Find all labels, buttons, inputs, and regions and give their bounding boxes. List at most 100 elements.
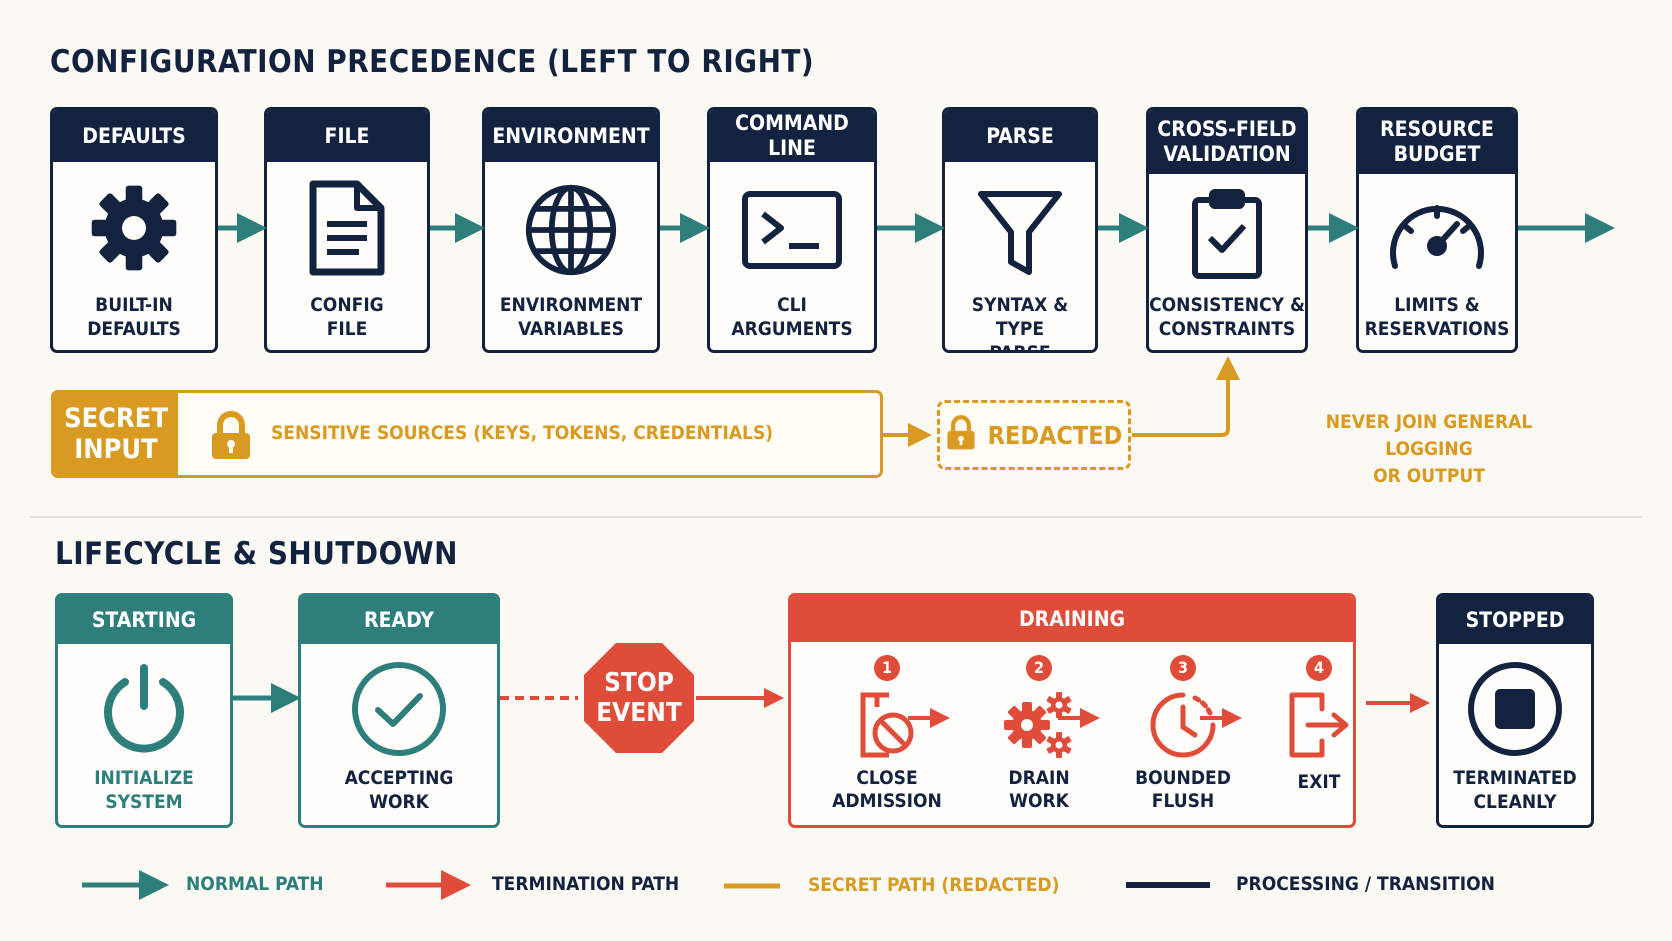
- no-entry-icon: [829, 691, 945, 759]
- stop-event-label: STOP EVENT: [582, 668, 696, 728]
- caption-line: WORK: [1009, 790, 1069, 812]
- state-header: STARTING: [58, 596, 230, 644]
- globe-icon: [485, 182, 657, 278]
- caption-line: CLEANLY: [1473, 791, 1557, 813]
- stage-header: DEFAULTS: [53, 110, 215, 162]
- gear-icon: [53, 182, 215, 274]
- legend-processing-label: PROCESSING / TRANSITION: [1236, 873, 1495, 895]
- caption-line: FLUSH: [1151, 790, 1215, 812]
- stage-header: PARSE: [945, 110, 1095, 162]
- filter-icon: [945, 188, 1095, 278]
- caption-line: WORK: [369, 791, 429, 813]
- check-circle-icon: [301, 660, 497, 758]
- stage-command-line: COMMAND LINE CLI ARGUMENTS: [707, 107, 877, 353]
- stage-defaults: DEFAULTS BUILT-IN DEFAULTS: [50, 107, 218, 353]
- caption-line: PARSE: [989, 342, 1051, 353]
- stage-file: FILE CONFIG FILE: [264, 107, 430, 353]
- terminal-icon: [710, 190, 874, 270]
- state-caption: INITIALIZE SYSTEM: [58, 766, 230, 814]
- power-icon: [58, 662, 230, 754]
- secret-input-label: SECRET INPUT: [54, 393, 178, 475]
- caption-line: ARGUMENTS: [731, 318, 853, 340]
- stage-caption: CLI ARGUMENTS: [710, 293, 874, 341]
- stage-cross-field-validation: CROSS-FIELD VALIDATION CONSISTENCY & CON…: [1146, 107, 1308, 353]
- caption-line: ENVIRONMENT: [499, 294, 643, 316]
- state-draining: DRAINING 1 CLOSE ADMISSION 2: [788, 593, 1356, 828]
- caption-line: SYSTEM: [105, 791, 183, 813]
- step-number-badge: 1: [874, 655, 900, 681]
- drain-step-bounded-flush: 3 BOUNDED FLUSH: [1125, 655, 1241, 813]
- caption-line: ACCEPTING: [344, 767, 454, 789]
- state-caption: ACCEPTING WORK: [301, 766, 497, 814]
- exit-icon: [1261, 691, 1353, 759]
- caption-line: ADMISSION: [832, 790, 942, 812]
- state-stopped: STOPPED TERMINATED CLEANLY: [1436, 593, 1594, 828]
- caption-line: DEFAULTS: [87, 318, 181, 340]
- state-header: STOPPED: [1439, 596, 1591, 644]
- stage-caption: SYNTAX & TYPE PARSE: [945, 293, 1095, 353]
- caption-line: CONFIG: [310, 294, 384, 316]
- caption-line: LIMITS &: [1394, 294, 1480, 316]
- stage-resource-budget: RESOURCE BUDGET LIMITS & RESERVATIONS: [1356, 107, 1518, 353]
- document-icon: [267, 180, 427, 278]
- caption-line: INITIALIZE: [94, 767, 194, 789]
- state-starting: STARTING INITIALIZE SYSTEM: [55, 593, 233, 828]
- step-caption: BOUNDED FLUSH: [1125, 767, 1241, 813]
- caption-line: DRAIN: [1008, 767, 1070, 789]
- header-line: RESOURCE: [1380, 117, 1494, 141]
- drain-step-exit: 4 EXIT: [1261, 655, 1353, 794]
- note-line: NEVER JOIN GENERAL LOGGING: [1325, 411, 1533, 460]
- caption-line: CLI: [777, 294, 807, 316]
- secret-sources-text: SENSITIVE SOURCES (KEYS, TOKENS, CREDENT…: [271, 422, 774, 444]
- stage-header: RESOURCE BUDGET: [1359, 110, 1515, 174]
- clock-icon: [1125, 691, 1241, 759]
- stop-icon: [1439, 660, 1591, 758]
- caption-line: CONSISTENCY &: [1149, 294, 1305, 316]
- label-line: STOP: [604, 668, 674, 698]
- stage-header: CROSS-FIELD VALIDATION: [1149, 110, 1305, 174]
- gauge-icon: [1359, 196, 1515, 272]
- step-caption: DRAIN WORK: [981, 767, 1097, 813]
- state-header: READY: [301, 596, 497, 644]
- label-line: SECRET: [64, 403, 168, 434]
- step-caption: CLOSE ADMISSION: [829, 767, 945, 813]
- label-line: EVENT: [596, 698, 682, 728]
- secret-input-bar: SECRET INPUT SENSITIVE SOURCES (KEYS, TO…: [51, 390, 883, 478]
- state-ready: READY ACCEPTING WORK: [298, 593, 500, 828]
- lifecycle-title: LIFECYCLE & SHUTDOWN: [55, 536, 458, 572]
- stage-header: COMMAND LINE: [710, 110, 874, 162]
- lock-icon: [210, 411, 252, 465]
- state-header: DRAINING: [791, 596, 1353, 642]
- stage-environment: ENVIRONMENT ENVIRONMENT VARIABLES: [482, 107, 660, 353]
- caption-line: RESERVATIONS: [1364, 318, 1510, 340]
- step-caption: EXIT: [1261, 771, 1353, 794]
- stop-event-octagon: STOP EVENT: [582, 641, 696, 755]
- caption-line: FILE: [326, 318, 368, 340]
- redacted-box: REDACTED: [937, 400, 1131, 470]
- gears-icon: [981, 691, 1097, 759]
- state-caption: TERMINATED CLEANLY: [1439, 766, 1591, 814]
- stage-caption: ENVIRONMENT VARIABLES: [485, 293, 657, 341]
- step-number-badge: 2: [1026, 655, 1052, 681]
- header-line: CROSS-FIELD: [1157, 117, 1297, 141]
- drain-step-close-admission: 1 CLOSE ADMISSION: [829, 655, 945, 813]
- caption-line: BOUNDED: [1135, 767, 1231, 789]
- stage-parse: PARSE SYNTAX & TYPE PARSE: [942, 107, 1098, 353]
- header-line: VALIDATION: [1163, 142, 1291, 166]
- stage-caption: CONFIG FILE: [267, 293, 427, 341]
- arrow-redacted-to-validation: [1132, 356, 1240, 437]
- legend-termination-label: TERMINATION PATH: [492, 873, 680, 895]
- caption-line: TERMINATED: [1453, 767, 1577, 789]
- section-divider: [30, 516, 1642, 518]
- legend-secret-label: SECRET PATH (REDACTED): [808, 874, 1060, 896]
- caption-line: BUILT-IN: [95, 294, 173, 316]
- secret-note: NEVER JOIN GENERAL LOGGING OR OUTPUT: [1282, 409, 1576, 490]
- note-line: OR OUTPUT: [1373, 465, 1485, 487]
- lock-icon: [946, 415, 976, 455]
- precedence-title: CONFIGURATION PRECEDENCE (LEFT TO RIGHT): [50, 44, 815, 80]
- label-line: INPUT: [74, 434, 158, 465]
- legend-normal-label: NORMAL PATH: [186, 873, 324, 895]
- stage-caption: BUILT-IN DEFAULTS: [53, 293, 215, 341]
